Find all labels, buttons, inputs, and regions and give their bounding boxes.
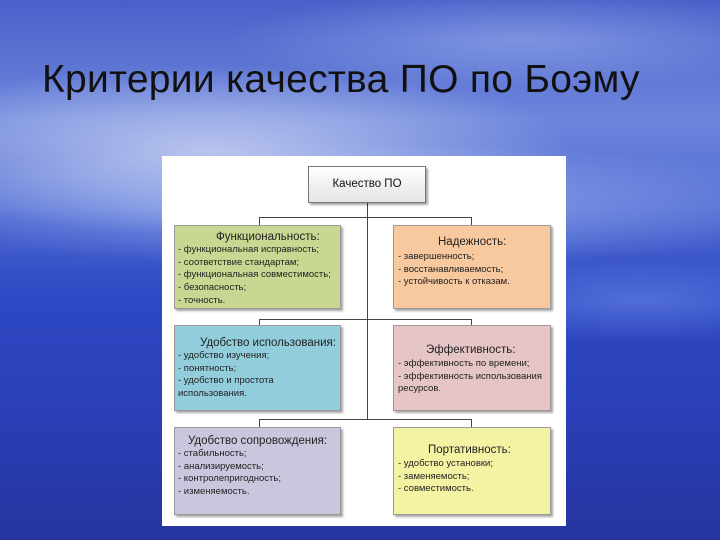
root-node-quality: Качество ПО — [308, 166, 426, 203]
list-item: - устойчивость к отказам. — [398, 276, 510, 288]
box-maintainability-title: Удобство сопровождения: — [188, 435, 328, 447]
connector-mid-right — [471, 319, 472, 325]
list-item: - стабильность; — [178, 448, 247, 459]
list-item: - восстанавливаемость; — [398, 263, 504, 275]
list-item: - изменяемость. — [178, 486, 250, 498]
list-item: - удобство и простота — [178, 375, 274, 387]
box-usability-title: Удобство использования: — [200, 337, 336, 349]
list-item: - контролепригодность; — [178, 473, 281, 485]
slide-title: Критерии качества ПО по Боэму — [42, 58, 640, 101]
list-item: - эффективность по времени; — [398, 358, 530, 369]
list-item: - завершенность; — [398, 251, 475, 262]
box-usability: Удобство использования: - удобство изуче… — [174, 325, 341, 411]
list-item: - заменяемость; — [398, 470, 470, 482]
list-item: - удобство изучения; — [178, 350, 270, 361]
box-efficiency: Эффективность: - эффективность по времен… — [393, 325, 551, 411]
box-functionality-title: Функциональность: — [216, 231, 320, 243]
list-item: - анализируемость; — [178, 460, 264, 472]
box-reliability-title: Надежность: — [438, 236, 507, 248]
connector-mid-left — [259, 319, 260, 325]
list-item: - функциональная совместимость; — [178, 269, 331, 281]
connector-bottom-bar — [259, 419, 472, 420]
list-item: - эффективность использования — [398, 370, 542, 382]
box-portability: Портативность: - удобство установки; - з… — [393, 427, 551, 515]
quality-diagram: Качество ПО Функциональность: - функцион… — [162, 156, 566, 526]
connector-bottom-right — [471, 419, 472, 427]
connector-root-trunk — [367, 203, 368, 218]
connector-center-trunk — [367, 217, 368, 419]
connector-mid-bar — [259, 319, 472, 320]
connector-right-drop — [471, 217, 472, 225]
list-item: использования. — [178, 388, 247, 400]
connector-left-drop — [259, 217, 260, 225]
list-item: - безопасность; — [178, 282, 247, 294]
connector-bottom-left — [259, 419, 260, 427]
box-functionality: Функциональность: - функциональная испра… — [174, 225, 341, 309]
box-maintainability: Удобство сопровождения: - стабильность; … — [174, 427, 341, 515]
box-efficiency-title: Эффективность: — [426, 344, 516, 356]
box-portability-title: Портативность: — [428, 444, 511, 456]
list-item: - совместимость. — [398, 483, 474, 495]
box-reliability: Надежность: - завершенность; - восстанав… — [393, 225, 551, 309]
list-item: - функциональная исправность; — [178, 244, 320, 255]
list-item: ресурсов. — [398, 383, 442, 395]
connector-top-bar — [259, 217, 472, 218]
list-item: - удобство установки; — [398, 458, 493, 469]
list-item: - точность. — [178, 294, 226, 306]
list-item: - понятность; — [178, 362, 237, 374]
list-item: - соответствие стандартам; — [178, 256, 300, 268]
